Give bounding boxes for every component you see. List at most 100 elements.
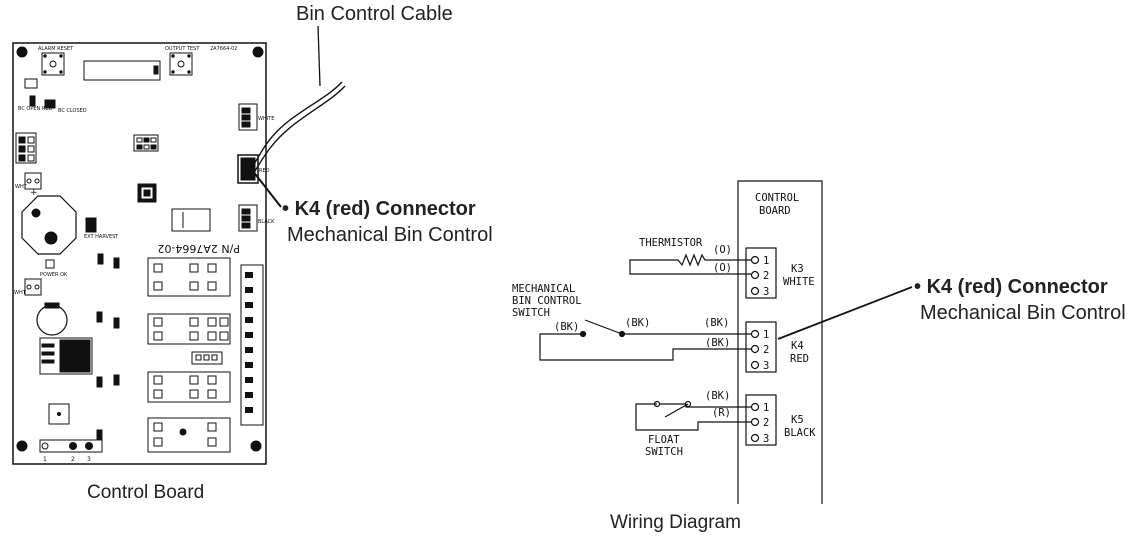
svg-text:3: 3 — [763, 286, 769, 298]
switch-blade — [584, 319, 623, 335]
bottom-connector — [39, 439, 103, 453]
output-test-label: OUTPUT TEST — [165, 46, 200, 52]
svg-text:3: 3 — [763, 433, 769, 445]
led-component — [24, 78, 38, 89]
diagram-callout-title-text: K4 (red) Connector — [926, 276, 1108, 298]
output-test-button — [169, 52, 193, 76]
svg-text:WHT: WHT — [14, 290, 27, 296]
svg-text:+: + — [30, 188, 38, 198]
octagon-sensor — [21, 195, 77, 255]
svg-text:2: 2 — [763, 344, 769, 356]
float-switch-blade — [664, 403, 689, 418]
switch-label-1: MECHANICAL — [512, 283, 575, 295]
terminal-strip — [240, 264, 264, 426]
diagram-callout-subtitle: Mechanical Bin Control — [920, 302, 1126, 324]
board-callout-title: • K4 (red) Connector — [282, 198, 476, 220]
board-outline — [12, 42, 267, 465]
wiring-diagram: CONTROL BOARD 1 2 3 K3 WHITE 1 2 3 K4 RE… — [512, 180, 913, 504]
mount-hole — [16, 46, 28, 58]
button-dot — [49, 60, 57, 68]
svg-text:(BK): (BK) — [704, 317, 729, 329]
svg-text:(BK): (BK) — [705, 390, 730, 402]
k3-name: K3 — [791, 263, 804, 275]
k4-color: RED — [790, 353, 809, 365]
pin — [750, 286, 760, 296]
k5-color: BLACK — [784, 427, 816, 439]
svg-text:(O): (O) — [713, 262, 732, 274]
svg-text:(BK): (BK) — [705, 337, 730, 349]
svg-text:3: 3 — [763, 360, 769, 372]
wiring-diagram-caption: Wiring Diagram — [610, 512, 741, 533]
k3-white-connector: WHITE — [238, 103, 274, 131]
cable-leader-line — [317, 25, 321, 87]
switch-label-3: SWITCH — [512, 307, 550, 319]
small-connector — [191, 351, 223, 365]
led-component — [45, 259, 55, 269]
relay-k1 — [147, 417, 231, 453]
float-label-1: FLOAT — [648, 434, 680, 446]
svg-text:2: 2 — [763, 417, 769, 429]
k5-black-connector: BLACK — [238, 204, 275, 232]
control-board-title-2: BOARD — [759, 205, 791, 217]
k4-connector-box — [745, 321, 777, 373]
wht-connector — [24, 172, 42, 190]
k3-connector-box — [745, 247, 777, 299]
bin-control-cable — [251, 81, 346, 177]
pin — [750, 255, 760, 265]
svg-text:WHT: WHT — [15, 184, 28, 190]
led-component — [85, 217, 97, 233]
k5-connector-box — [745, 394, 777, 446]
pin — [750, 270, 760, 280]
pin-header — [133, 134, 159, 152]
buzzer — [36, 304, 68, 336]
board-callout-title-text: K4 (red) Connector — [294, 198, 476, 220]
transformer — [39, 337, 93, 375]
svg-text:3: 3 — [87, 456, 91, 463]
diagram-callout-title: • K4 (red) Connector — [914, 276, 1108, 298]
alarm-reset-label: ALARM RESET — [38, 46, 74, 52]
svg-text:BLACK: BLACK — [258, 219, 275, 225]
part-number: P/N 2A7664-02 — [157, 242, 240, 255]
bin-control-cable-caption: Bin Control Cable — [296, 3, 453, 25]
alarm-reset-button — [41, 52, 65, 76]
svg-text:POWER OK: POWER OK — [40, 272, 68, 278]
mount-hole — [250, 440, 262, 452]
svg-text:1: 1 — [763, 402, 769, 414]
svg-text:(BK): (BK) — [554, 321, 579, 333]
mount-hole — [252, 46, 264, 58]
board-id-label: 2A7664-02 — [210, 46, 238, 52]
svg-text:2: 2 — [71, 456, 75, 463]
control-board-title-1: CONTROL — [755, 192, 799, 204]
svg-text:(BK): (BK) — [625, 317, 650, 329]
k3-color: WHITE — [783, 276, 815, 288]
wire-bk-2 — [539, 333, 751, 361]
svg-text:RED: RED — [259, 168, 270, 174]
small-module — [171, 208, 211, 232]
side-connector — [15, 132, 37, 164]
svg-text:1: 1 — [763, 329, 769, 341]
control-board: ALARM RESET OUTPUT TEST 2A7664-02 BC OPE… — [12, 42, 275, 465]
board-callout-subtitle: Mechanical Bin Control — [287, 224, 493, 246]
display-module — [83, 60, 161, 81]
relay-k6 — [147, 257, 231, 297]
thermistor-resistor — [629, 253, 751, 275]
svg-text:1: 1 — [43, 456, 47, 463]
mount-hole — [16, 440, 28, 452]
k4-red-connector: RED — [237, 154, 270, 184]
bc-open-label: BC OPEN RED — [18, 106, 52, 112]
control-board-box — [737, 180, 823, 504]
relay-k4 — [147, 313, 231, 345]
small-component — [48, 403, 70, 425]
thermistor-label: THERMISTOR — [639, 237, 703, 249]
wht-connector — [24, 278, 42, 296]
svg-text:WHITE: WHITE — [258, 116, 274, 122]
svg-text:1: 1 — [763, 255, 769, 267]
svg-text:EXT HARVEST: EXT HARVEST — [84, 234, 119, 240]
bc-closed-label: BC CLOSED — [58, 108, 87, 114]
k5-name: K5 — [791, 414, 804, 426]
relay-k3 — [147, 371, 231, 403]
k4-name: K4 — [791, 340, 804, 352]
control-board-caption: Control Board — [87, 482, 205, 503]
svg-text:(R): (R) — [712, 407, 731, 419]
